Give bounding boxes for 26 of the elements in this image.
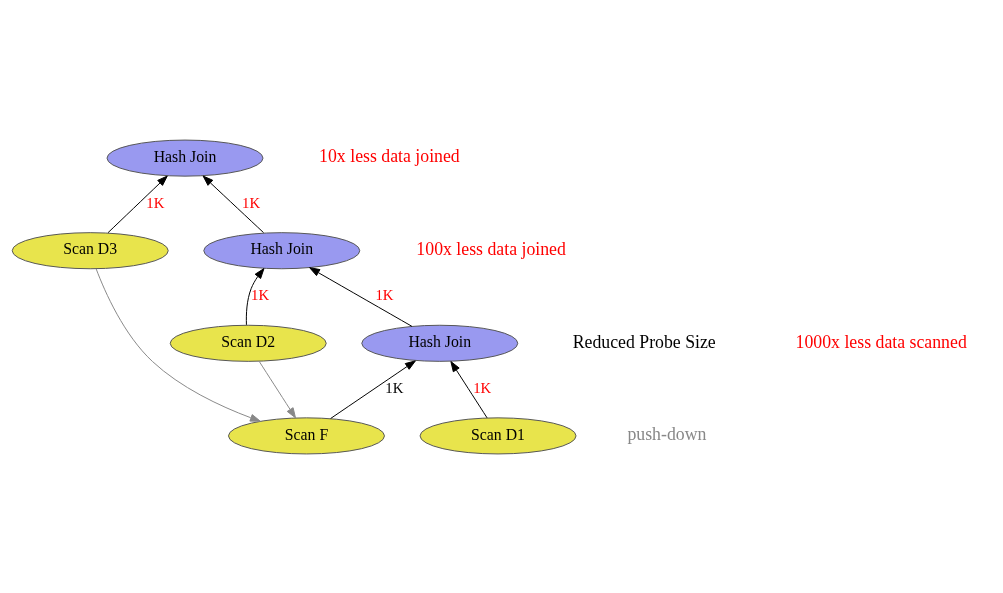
edge-label: 1K [375,286,394,303]
arrow [245,267,265,325]
arrow [107,175,168,233]
arrow [258,360,296,418]
arrow [95,268,261,422]
edge-label: 1K [385,379,404,396]
label: Reduced Probe Size [572,331,716,352]
node-ellipse: Scan D3 [11,231,169,269]
node-ellipse: Hash Join [361,324,519,362]
node-ellipse: Hash Join [203,231,361,269]
label: push-down [627,423,707,444]
edge-label: 1K [242,194,261,211]
node-ellipse: Scan F [227,416,385,454]
label: 100x less data joined [416,238,566,259]
arrow [330,359,416,419]
node-ellipse: Scan D2 [169,324,327,362]
arrow [309,266,413,327]
arrow [202,175,265,233]
node-ellipse: Scan D1 [419,416,577,454]
edge-label: 1K [146,194,165,211]
label: 1000x less data scanned [795,331,967,352]
edge-label: 1K [251,286,270,303]
node-ellipse: Hash Join [106,139,264,177]
edge-label: 1K [473,379,492,396]
label: 10x less data joined [319,145,460,166]
arrow [450,360,488,418]
